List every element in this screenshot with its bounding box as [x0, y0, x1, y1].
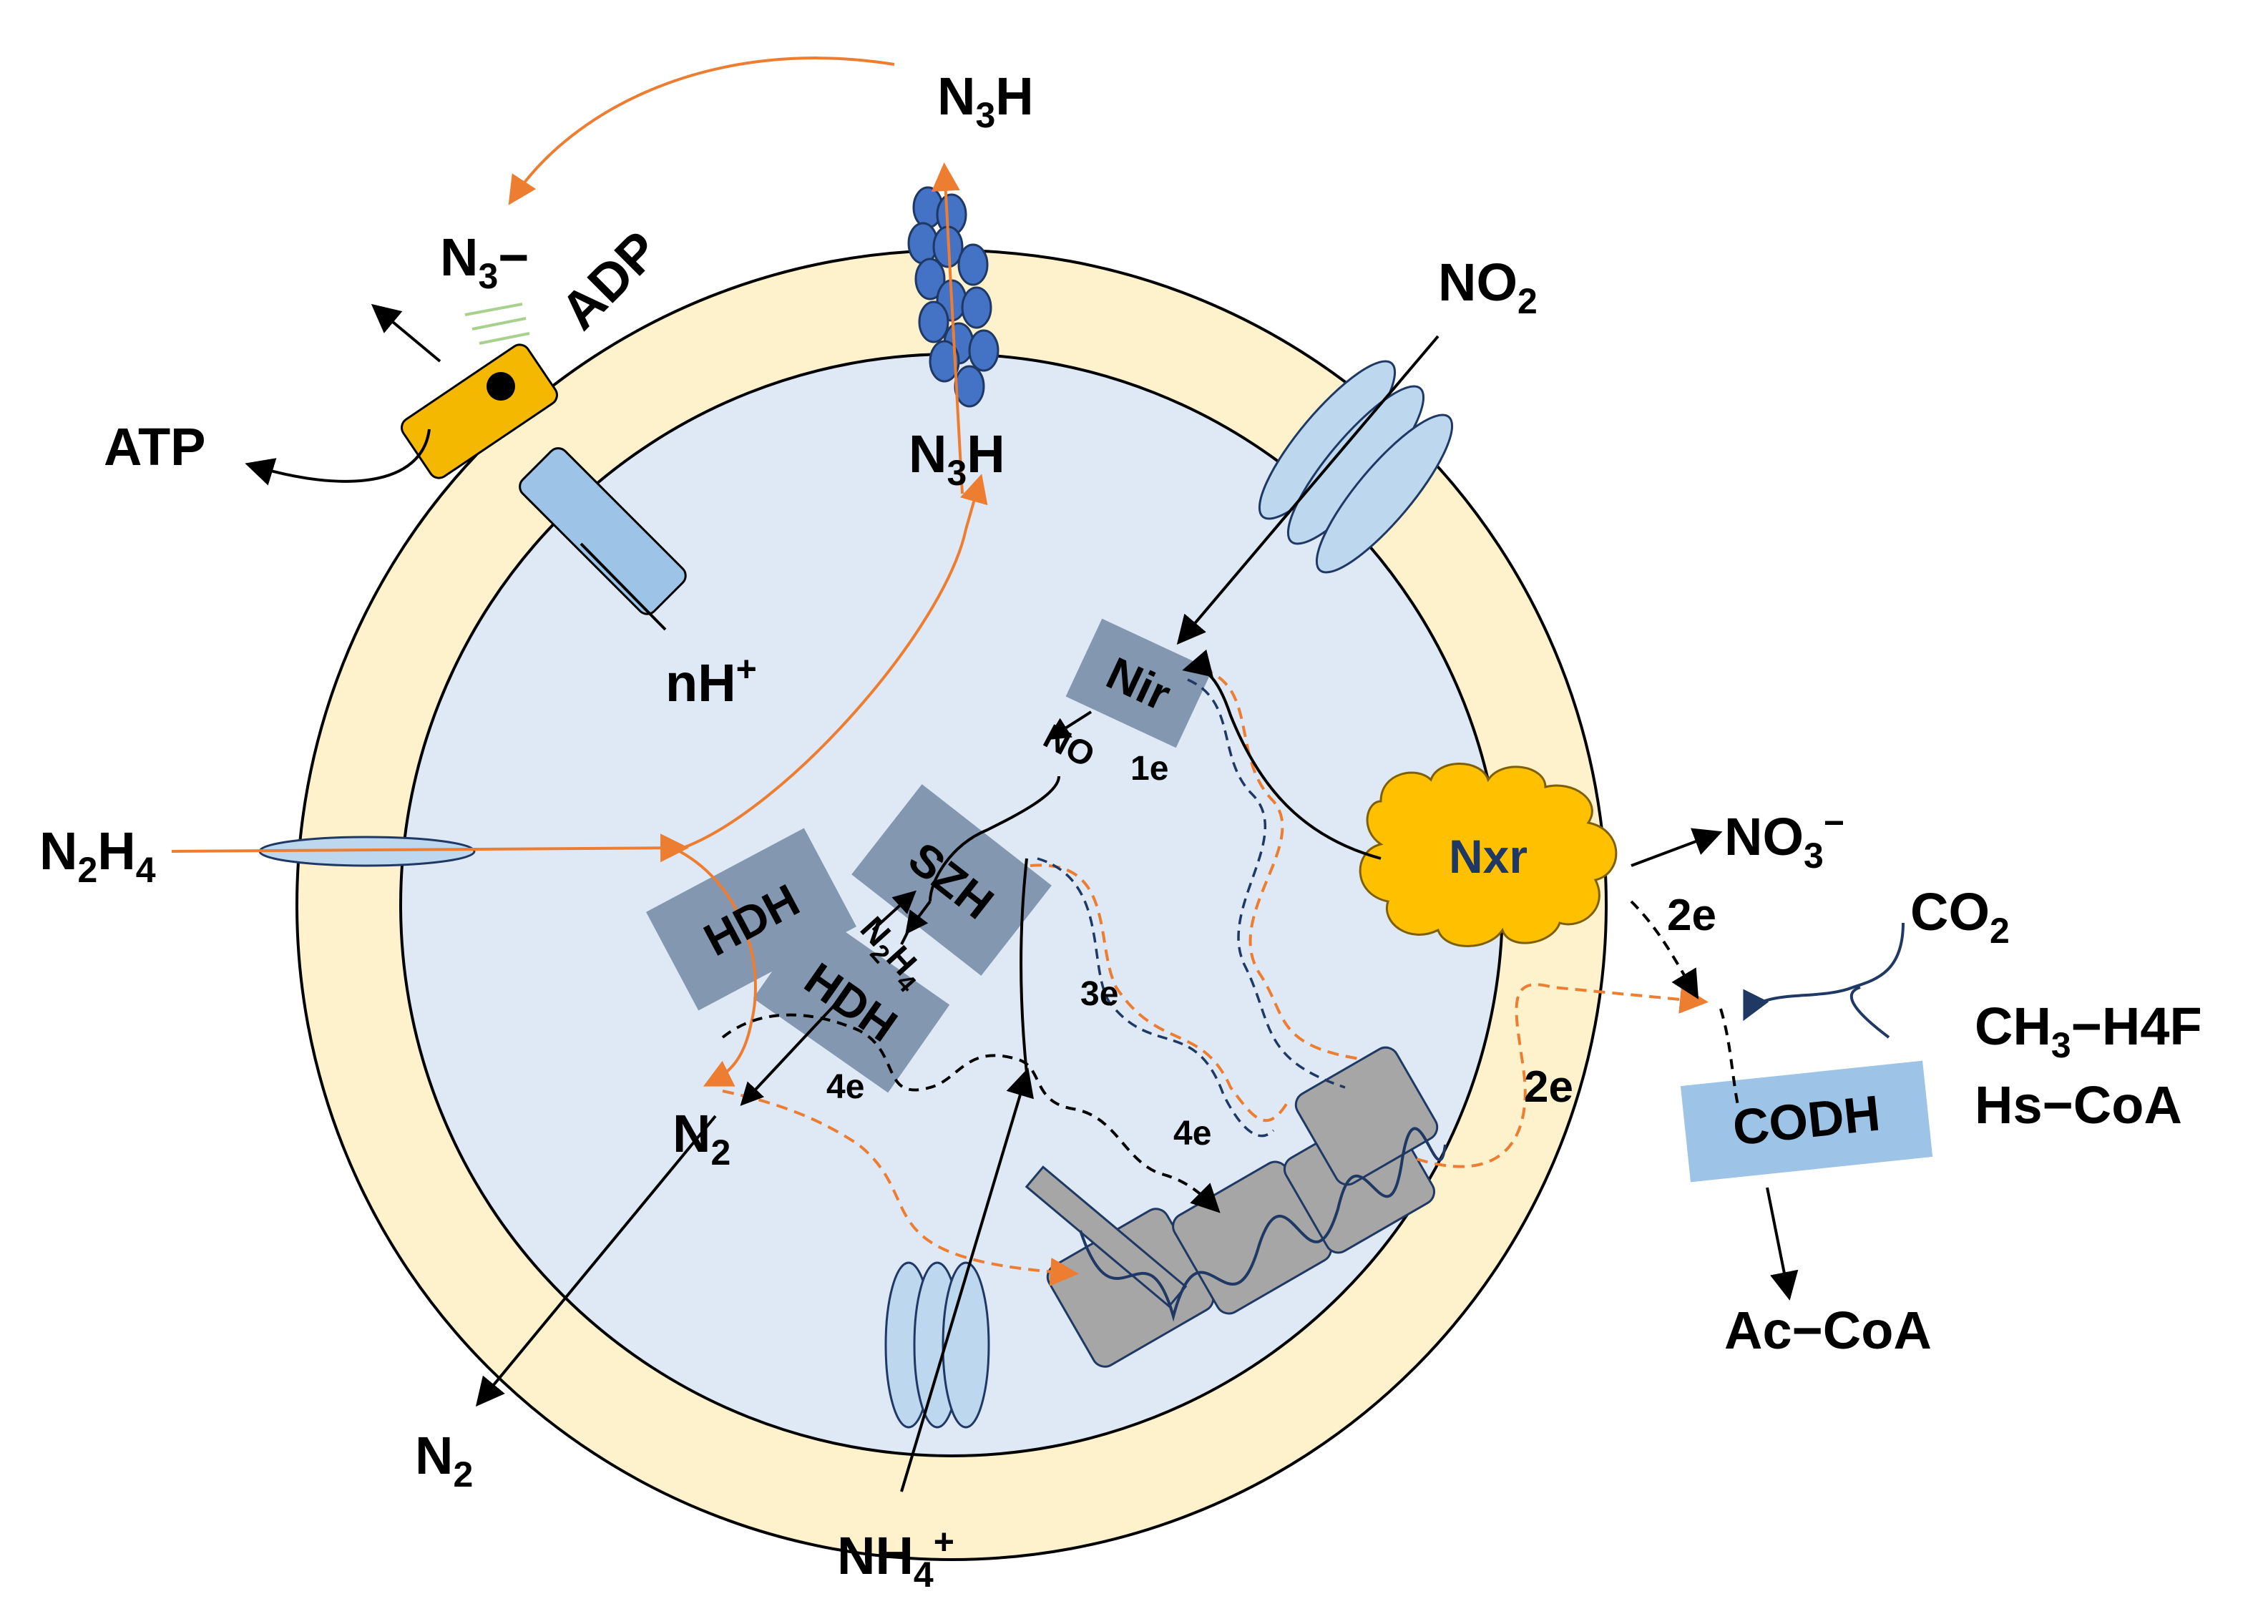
atp-synthase-dot [487, 372, 515, 401]
four-e-left-label: 4e [826, 1068, 864, 1106]
hs-coa-label: Hs−CoA [1975, 1075, 2182, 1135]
n3h-inner-label: N3H [909, 424, 1005, 493]
one-e-label: 1e [1130, 750, 1168, 788]
three-e-label: 3e [1080, 975, 1118, 1013]
navy-electron-pathways [1037, 678, 1346, 1138]
nh-plus-label: nH+ [665, 649, 757, 713]
atp-synthase [245, 303, 687, 631]
atp-label: ATP [104, 417, 206, 476]
hdh-enzyme-2 [753, 910, 950, 1093]
nxr-enzyme [1359, 763, 1618, 947]
atp-arrow [245, 429, 431, 486]
no2-label: NO2 [1438, 253, 1538, 321]
n3-minus-label: N3− [440, 228, 529, 296]
no3-label: NO3− [1724, 803, 1844, 876]
orange-pathways [171, 57, 1709, 1286]
no2-channel [1258, 360, 1454, 574]
ac-coa-label: Ac−CoA [1724, 1301, 1932, 1360]
hdh-enzyme-1 [646, 828, 856, 1011]
n2h4-label: N2H4 [39, 821, 156, 890]
four-e-mid-label: 4e [1173, 1115, 1211, 1153]
nir-enzyme [1065, 618, 1213, 748]
n3h-top-label: N3H [937, 67, 1034, 135]
szh-enzyme [851, 784, 1052, 976]
black-electron-pathways [721, 900, 1740, 1213]
n2-out-label: N2 [415, 1426, 473, 1495]
nh4-channel [884, 1261, 990, 1429]
black-pathways [475, 335, 1905, 1492]
atp-synthase-stalk [519, 447, 687, 615]
two-e-top-label: 2e [1667, 891, 1716, 940]
n2-inner-label: N2 [673, 1104, 730, 1173]
adp-arrow [371, 303, 441, 363]
nxr-label: Nxr [1449, 830, 1528, 883]
nh4-label: NH4+ [837, 1522, 954, 1595]
ch3-h4f-label: CH3−H4F [1975, 997, 2202, 1065]
codh-enzyme [1680, 1060, 1933, 1183]
two-e-bottom-label: 2e [1524, 1062, 1573, 1112]
atp-synthase-head [401, 343, 558, 479]
co2-label: CO2 [1910, 882, 2010, 951]
